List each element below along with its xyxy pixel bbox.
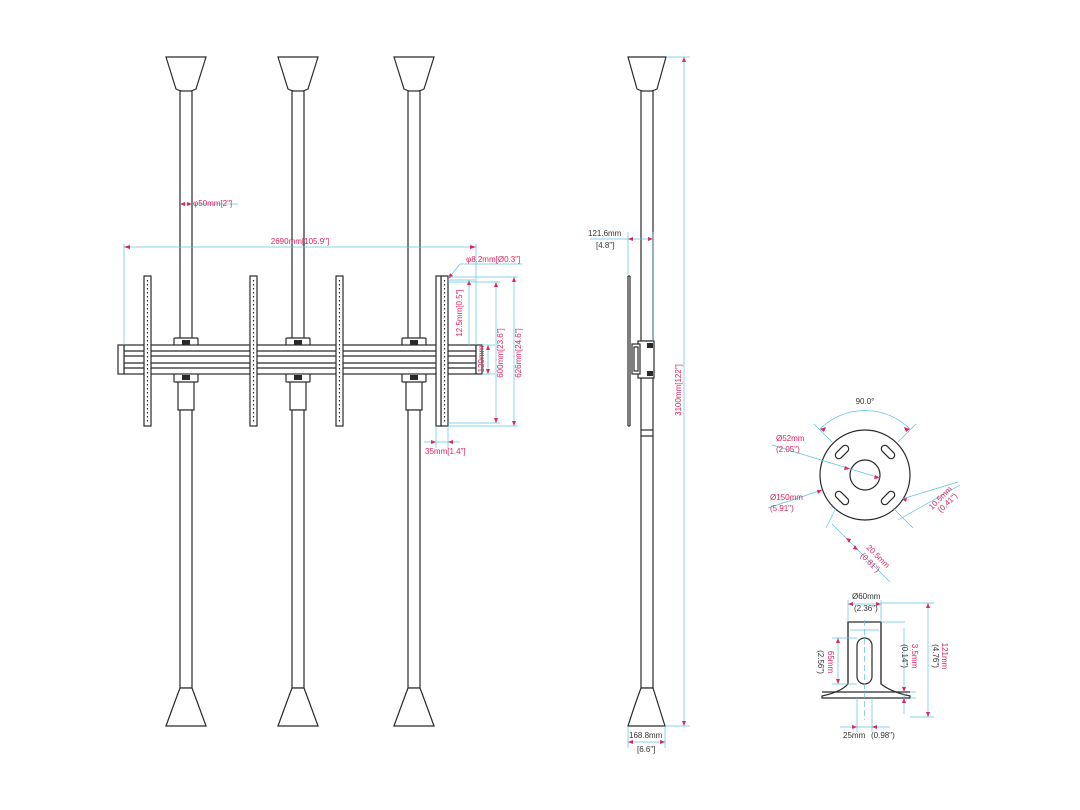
bracket-width-in: (2.36") bbox=[854, 604, 878, 613]
hole-pitch-label: 12.5mm[0.5"] bbox=[455, 289, 464, 336]
center-hole bbox=[849, 459, 881, 491]
dim-bracket-height: 121mm (4.76") bbox=[881, 602, 949, 718]
pole-middle bbox=[277, 56, 319, 727]
dim-arm-length: 626mm[24.6"] bbox=[448, 276, 523, 427]
center-hole-mm: Ø52mm bbox=[776, 434, 805, 443]
bracket-slot-width-mm: 25mm bbox=[843, 731, 866, 740]
slot-height-in: (2.56") bbox=[816, 650, 825, 674]
front-view: φ50mm[2"] 2690mm[105.9"] φ8.2mm[Ø0.3"] 1… bbox=[117, 56, 523, 727]
slot-height-mm: 65mm bbox=[826, 651, 835, 674]
total-height-label: 3100mm[122"] bbox=[674, 364, 683, 416]
total-width-label: 2690mm[105.9"] bbox=[271, 237, 329, 246]
arm-length-label: 626mm[24.6"] bbox=[514, 328, 523, 378]
dim-pole-diameter: φ50mm[2"] bbox=[180, 199, 238, 208]
dim-center-hole: Ø52mm (2.05") bbox=[771, 434, 881, 479]
bracket-slot-width-in: (0.98") bbox=[871, 731, 895, 740]
pole-right bbox=[393, 56, 435, 727]
base-width-in: [6.6"] bbox=[637, 745, 655, 754]
center-hole-in: (2.05") bbox=[776, 445, 800, 454]
thickness-mm: 3.5mm bbox=[910, 644, 919, 669]
depth-label: 35mm[1.4"] bbox=[425, 447, 466, 456]
display-arm-4 bbox=[440, 275, 449, 427]
side-offset-mm: 121.6mm bbox=[588, 229, 622, 238]
dim-arm-span: 600mm[23.6"] bbox=[448, 281, 505, 424]
dim-hole-diameter: φ8.2mm[Ø0.3"] bbox=[447, 255, 522, 280]
arm-span-label: 600mm[23.6"] bbox=[496, 328, 505, 378]
bracket-width-mm: Ø60mm bbox=[852, 592, 881, 601]
dim-thickness: 3.5mm (0.14") bbox=[881, 621, 919, 714]
thickness-in: (0.14") bbox=[900, 644, 909, 668]
dim-bracket-slot-width: 25mm (0.98") bbox=[840, 698, 895, 740]
base-plate-detail: 90.0° Ø52mm (2.05") Ø150mm (5.91") 10.5m… bbox=[767, 397, 961, 583]
dim-base-width: 168.8mm [6.6"] bbox=[627, 726, 666, 754]
dim-hole-pitch: 12.5mm[0.5"] bbox=[448, 279, 475, 345]
angle-label: 90.0° bbox=[856, 397, 875, 406]
dim-depth: 35mm[1.4"] bbox=[424, 426, 466, 456]
pole-diameter-label: φ50mm[2"] bbox=[193, 199, 232, 208]
horizontal-rail bbox=[117, 344, 483, 375]
dim-total-width: 2690mm[105.9"] bbox=[123, 237, 477, 345]
bracket-detail: Ø60mm (2.36") 65mm (2.56") 3.5mm (0.14") bbox=[816, 592, 949, 740]
display-arm-1 bbox=[143, 275, 152, 427]
plate-diameter-in: (5.91") bbox=[770, 504, 794, 513]
side-view: 121.6mm [4.8"] 3100mm[122"] 168.8mm [6.6… bbox=[588, 56, 690, 754]
display-arm-3 bbox=[335, 275, 344, 427]
dim-plate-diameter: Ø150mm (5.91") bbox=[767, 489, 823, 513]
dim-slot-height: 65mm (2.56") bbox=[816, 637, 857, 685]
dim-bar-height: 120mm bbox=[477, 344, 495, 375]
plate-diameter-mm: Ø150mm bbox=[770, 493, 803, 502]
hole-diameter-label: φ8.2mm[Ø0.3"] bbox=[466, 255, 520, 264]
dim-bracket-width: Ø60mm (2.36") bbox=[847, 592, 882, 622]
display-arm-2 bbox=[249, 275, 258, 427]
bar-height-label: 120mm bbox=[477, 345, 486, 372]
dim-total-height: 3100mm[122"] bbox=[666, 56, 690, 727]
base-width-mm: 168.8mm bbox=[629, 731, 663, 740]
dim-angle: 90.0° bbox=[813, 397, 917, 443]
side-offset-in: [4.8"] bbox=[596, 241, 614, 250]
dim-side-offset: 121.6mm [4.8"] bbox=[588, 229, 654, 341]
bracket-height-mm: 121mm bbox=[940, 643, 949, 670]
bracket-height-in: (4.76") bbox=[931, 644, 940, 668]
pole-left bbox=[165, 56, 207, 727]
